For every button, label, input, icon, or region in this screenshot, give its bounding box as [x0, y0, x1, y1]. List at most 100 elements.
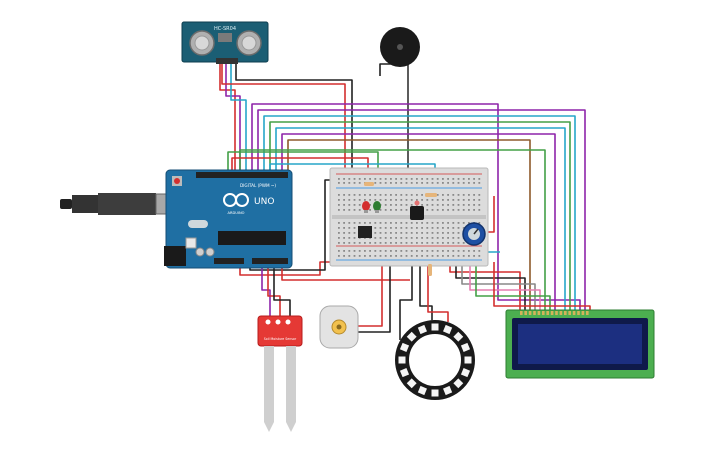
wire-bb-lcd-green[interactable]	[475, 262, 551, 312]
wire-ultrasonic-vcc[interactable]	[219, 62, 236, 172]
breadboard-hole	[447, 199, 449, 201]
breadboard-hole	[442, 255, 444, 257]
breadboard-hole	[405, 178, 408, 180]
breadboard-hole	[343, 204, 345, 206]
wire-lcd-d4[interactable]	[269, 121, 571, 312]
resistor-bottom[interactable]	[428, 264, 432, 276]
breadboard-hole	[348, 182, 351, 184]
wire-motor-red[interactable]	[356, 264, 383, 327]
breadboard-hole	[436, 227, 439, 229]
breadboard-hole	[395, 204, 397, 206]
breadboard-hole	[379, 182, 382, 184]
dc-motor[interactable]	[319, 305, 359, 349]
wire-ultrasonic-red-bb[interactable]	[221, 62, 346, 176]
resistor-top-2[interactable]	[425, 193, 437, 197]
wire-ultrasonic-echo[interactable]	[230, 62, 247, 172]
breadboard-hole	[395, 242, 397, 244]
breadboard-hole	[364, 199, 366, 201]
potentiometer[interactable]	[462, 222, 486, 246]
breadboard-hole	[379, 209, 382, 211]
wire-lcd-brown[interactable]	[287, 139, 531, 312]
wire-lcd-green2[interactable]	[239, 149, 546, 312]
breadboard-hole	[442, 232, 444, 234]
breadboard-hole	[353, 222, 356, 224]
breadboard-hole	[343, 237, 345, 239]
breadboard-hole	[452, 209, 455, 211]
breadboard-hole	[442, 250, 444, 252]
breadboard-hole	[405, 209, 408, 211]
wire-lcd-rs[interactable]	[281, 133, 556, 312]
breadboard-hole	[457, 237, 460, 239]
breadboard-hole	[447, 209, 449, 211]
breadboard-hole	[390, 242, 392, 244]
neopixel-led	[453, 331, 464, 342]
breadboard-hole	[395, 255, 397, 257]
breadboard-hole	[338, 232, 340, 234]
soil-moisture-sensor[interactable]: Soil Moisture Sensor	[257, 315, 303, 432]
wire-lcd-d6[interactable]	[257, 109, 586, 312]
wire-a2-moisture[interactable]	[273, 260, 291, 320]
breadboard-hole	[426, 182, 429, 184]
wire-lcd-d7[interactable]	[251, 103, 581, 312]
breadboard-hole	[358, 242, 361, 244]
breadboard-hole	[338, 227, 340, 229]
breadboard-hole	[343, 242, 345, 244]
wire-5v-bb[interactable]	[239, 260, 330, 276]
analog-header	[252, 258, 288, 264]
breadboard-hole	[473, 204, 475, 206]
wire-ring-data[interactable]	[399, 262, 413, 340]
wire-motor-black[interactable]	[356, 262, 391, 333]
led-green[interactable]	[373, 201, 381, 213]
ic-module[interactable]	[358, 226, 372, 238]
breadboard-hole	[405, 194, 408, 196]
arduino-uno[interactable]: DIGITAL (PWM ~) UNO ARDUINO	[60, 169, 293, 269]
wire-bb-lcd-pink[interactable]	[469, 262, 541, 312]
breadboard-hole	[431, 222, 434, 224]
breadboard-hole	[353, 204, 356, 206]
neopixel-led	[406, 331, 417, 342]
breadboard-hole	[452, 178, 455, 180]
breadboard-hole	[343, 209, 345, 211]
breadboard-hole	[395, 237, 397, 239]
lcd-display[interactable]	[505, 309, 655, 379]
transistor[interactable]	[410, 200, 424, 221]
wire-ultrasonic-trig[interactable]	[225, 62, 241, 172]
breadboard-hole	[369, 194, 371, 196]
wire-ring-gnd[interactable]	[419, 262, 433, 320]
wire-ring-vcc[interactable]	[427, 262, 449, 322]
piezo-buzzer[interactable]	[380, 27, 420, 67]
breadboard-hole	[416, 194, 418, 196]
breadboard-hole	[426, 227, 429, 229]
led-red[interactable]	[362, 201, 370, 213]
breadboard-hole	[353, 178, 356, 180]
breadboard-hole	[374, 178, 377, 180]
wire-bb-lcd-black[interactable]	[455, 262, 526, 312]
breadboard-hole	[452, 194, 455, 196]
wire-a0-moisture[interactable]	[261, 260, 271, 320]
breadboard-hole	[343, 227, 345, 229]
breadboard-hole	[447, 204, 449, 206]
breadboard-hole	[384, 222, 387, 224]
neopixel-led	[460, 342, 471, 352]
resistor-top-1[interactable]	[364, 182, 374, 186]
wire-bb-lcd-gray[interactable]	[461, 262, 536, 312]
breadboard-hole	[364, 194, 366, 196]
breadboard-hole	[338, 182, 340, 184]
breadboard-hole	[343, 182, 345, 184]
wire-lcd-d5[interactable]	[263, 115, 576, 312]
breadboard-hole	[410, 199, 413, 201]
breadboard-hole	[410, 194, 413, 196]
breadboard-hole	[457, 250, 460, 252]
breadboard-hole	[384, 227, 387, 229]
breadboard[interactable]	[329, 167, 489, 267]
wire-bb-lcd-red[interactable]	[449, 262, 521, 312]
breadboard-hole	[338, 222, 340, 224]
neopixel-ring[interactable]	[395, 320, 475, 400]
breadboard-hole	[400, 204, 403, 206]
breadboard-hole	[457, 194, 460, 196]
breadboard-hole	[436, 182, 439, 184]
ultrasonic-sensor[interactable]: HC-SR04	[181, 21, 269, 64]
wire-bb-lcd-red2[interactable]	[493, 262, 591, 312]
breadboard-hole	[421, 178, 423, 180]
